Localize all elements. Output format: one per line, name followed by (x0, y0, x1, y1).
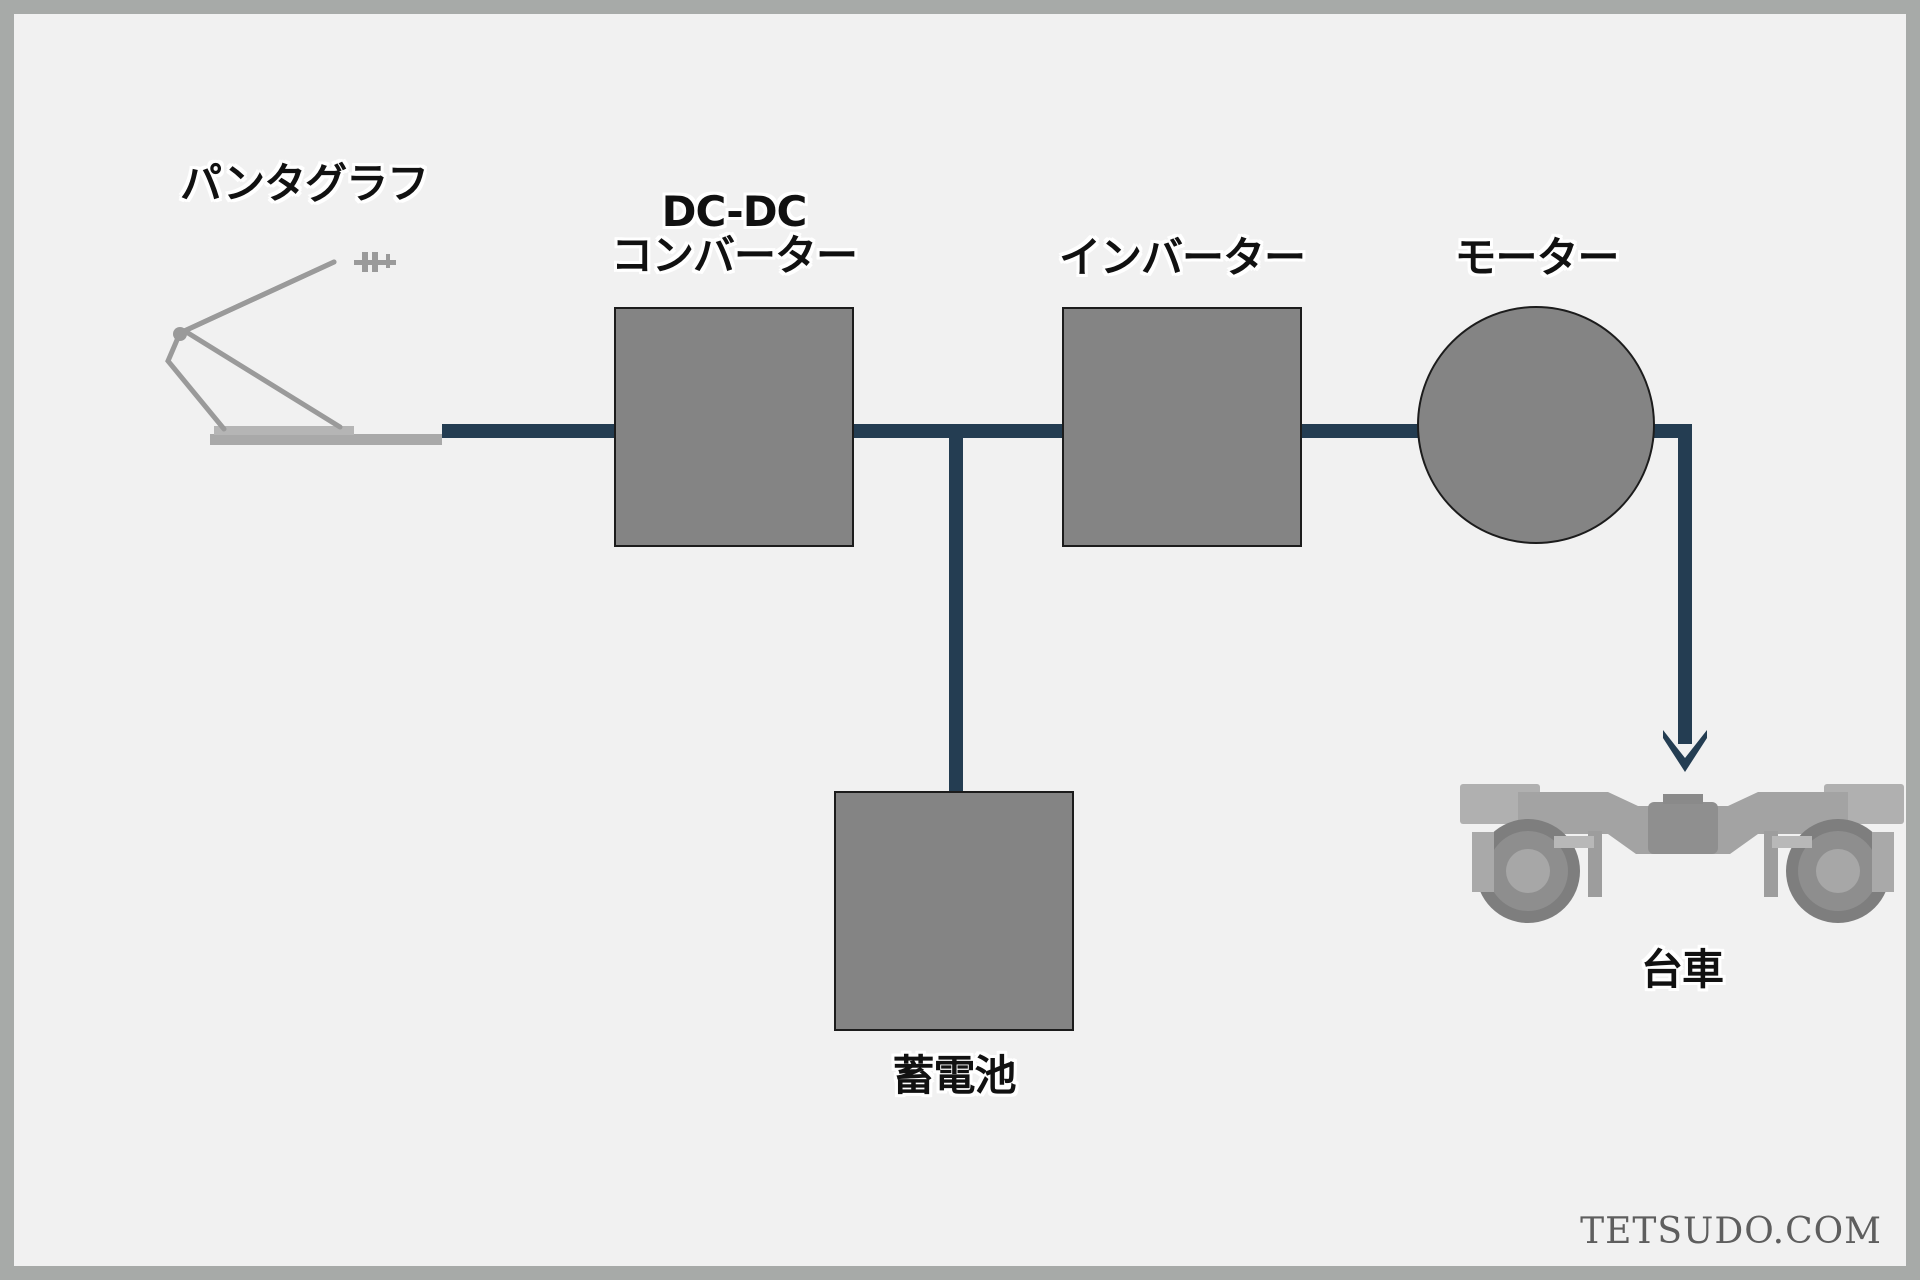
wire-converter-to-inverter (850, 424, 1090, 438)
arrow-down-icon (1663, 730, 1707, 772)
bogie-label: 台車 (1640, 945, 1724, 994)
pantograph-label: パンタグラフ (180, 159, 429, 208)
motor-label: モーター (1454, 233, 1619, 282)
dcdc-converter-label: DC-DC コンバーター (584, 187, 884, 281)
dcdc-converter-label-line1: DC-DC (661, 187, 808, 236)
diagram-canvas: パンタグラフ DC-DC コンバーター インバーター モーター 蓄電池 台車 T… (14, 14, 1906, 1266)
dcdc-converter-label-line2: コンバーター (610, 231, 858, 281)
motor-block (1417, 306, 1655, 544)
dcdc-converter-block (614, 307, 854, 547)
battery-label: 蓄電池 (892, 1051, 1016, 1100)
inverter-block (1062, 307, 1302, 547)
wire-inverter-to-motor (1298, 424, 1438, 438)
watermark-logo: TETSUDO.COM (1580, 1211, 1882, 1252)
battery-block (834, 791, 1074, 1031)
wire-pantograph-to-converter (442, 424, 642, 438)
inverter-label: インバーター (1058, 233, 1306, 282)
wire-to-battery (949, 431, 963, 809)
bogie-icon (1460, 784, 1904, 923)
wire-to-bogie (1678, 424, 1692, 744)
pantograph-icon (165, 252, 442, 445)
